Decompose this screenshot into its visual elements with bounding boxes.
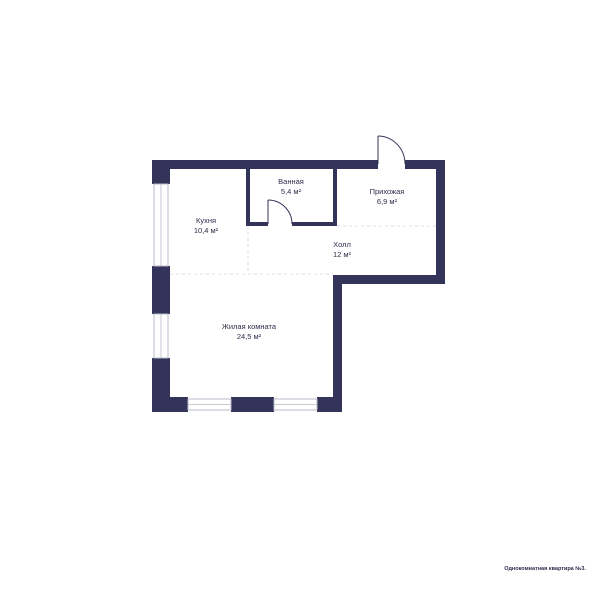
- partitions: [246, 169, 337, 226]
- bathroom-name: Ванная: [278, 177, 304, 186]
- wall-left-top: [152, 160, 170, 184]
- wall-right: [436, 160, 445, 284]
- bathroom-area: 5,4 м²: [280, 187, 302, 196]
- outer-walls: [152, 160, 445, 412]
- hall-area: 12 м²: [332, 250, 352, 259]
- bathroom-door-swing: [267, 199, 293, 225]
- living-name: Жилая комната: [221, 322, 277, 331]
- plan-caption: Однокомнатная квартира №3.: [504, 566, 586, 572]
- partition-kitchen-bath: [246, 169, 250, 226]
- wall-step: [333, 275, 445, 284]
- wall-right-lower: [333, 275, 342, 412]
- partition-bath-right: [333, 169, 337, 226]
- partition-bath-bottom-right: [292, 222, 337, 226]
- kitchen-label: Кухня 10,4 м²: [194, 216, 218, 236]
- hall-name: Холл: [333, 240, 351, 249]
- bathroom-label: Ванная 5,4 м²: [278, 177, 304, 197]
- kitchen-area: 10,4 м²: [193, 226, 219, 235]
- wall-bottom-right: [317, 397, 342, 412]
- kitchen-name: Кухня: [195, 216, 217, 225]
- entrance-name: Прихожая: [369, 187, 405, 196]
- hall-label: Холл 12 м²: [333, 240, 351, 260]
- partition-bath-bottom-left: [246, 222, 268, 226]
- zone-lines: [170, 225, 436, 275]
- living-area: 24,5 м²: [236, 332, 262, 341]
- entrance-label: Прихожая 6,9 м²: [370, 187, 405, 207]
- living-label: Жилая комната 24,5 м²: [222, 322, 276, 342]
- windows: [153, 183, 318, 411]
- doors: [267, 135, 406, 225]
- wall-bottom-mid: [231, 397, 274, 412]
- entrance-area: 6,9 м²: [376, 197, 398, 206]
- entrance-door-swing: [377, 135, 406, 165]
- wall-top-right: [405, 160, 445, 169]
- wall-left-mid: [152, 266, 170, 314]
- wall-bottom-left: [152, 397, 188, 412]
- wall-top-left: [152, 160, 378, 169]
- window-glass-lines: [160, 184, 317, 405]
